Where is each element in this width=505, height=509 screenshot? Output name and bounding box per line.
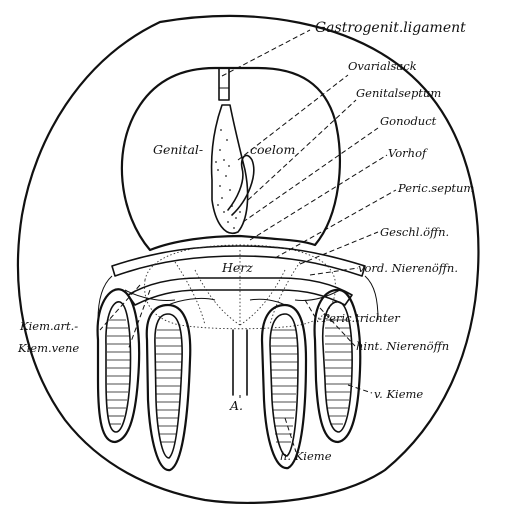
- ovary-stipple: [215, 129, 241, 229]
- label-gonoduct: Gonoduct: [380, 114, 437, 128]
- label-genitalseptum: Genitalseptum: [356, 86, 441, 100]
- label-hint-nierenoffn: hint. Nierenöffn: [356, 339, 449, 353]
- label-coelom: coelom: [250, 142, 295, 157]
- label-a: A.: [229, 398, 243, 413]
- label-geschl-offn: Geschl.öffn.: [380, 225, 449, 239]
- label-kiem-art: Kiem.art.-: [19, 319, 78, 333]
- label-peric-septum: Peric.septum: [397, 181, 474, 195]
- central-stalk: [233, 330, 247, 395]
- label-gastrogenit-ligament: Gastrogenit.ligament: [315, 20, 466, 36]
- label-kiem-vene: Kiem.vene: [17, 341, 79, 355]
- gill-right-inner: [262, 305, 306, 468]
- label-peric-trichter: -Peric.trichter: [318, 311, 401, 325]
- gonoduct: [228, 155, 254, 215]
- label-herz: Herz: [221, 260, 253, 275]
- gill-left-inner: [147, 305, 191, 470]
- label-vord-nierenoffn: vord. Nierenöffn.: [358, 261, 458, 275]
- label-h-kieme: h. Kieme: [280, 449, 332, 463]
- label-ovarialsack: Ovarialsack: [348, 59, 417, 73]
- gill-left-outer: [98, 289, 140, 442]
- genital-coelom: [122, 68, 340, 250]
- label-genital: Genital-: [153, 142, 203, 157]
- gastrogenit-ligament: [219, 68, 229, 100]
- label-v-kieme: v. Kieme: [374, 387, 423, 401]
- label-vorhof: Vorhof: [388, 146, 428, 160]
